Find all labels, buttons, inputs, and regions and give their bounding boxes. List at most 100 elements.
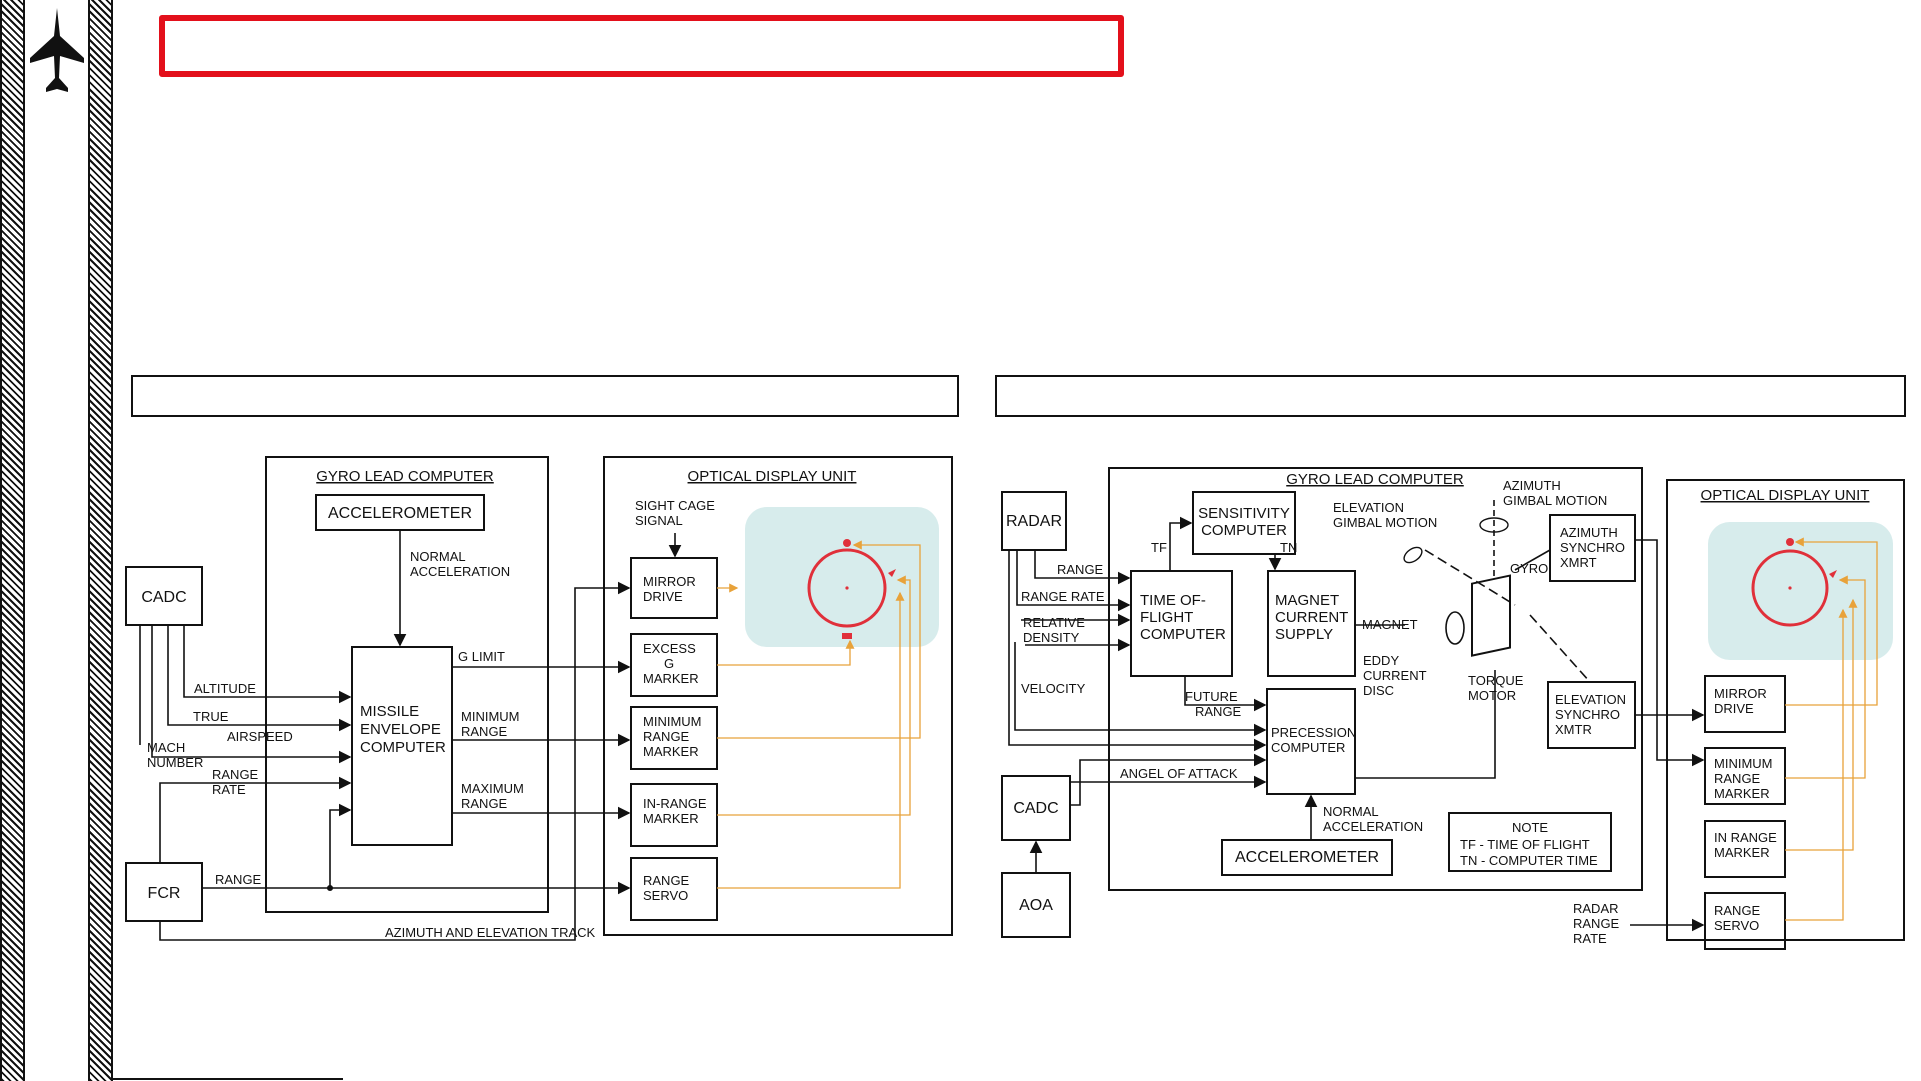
svg-text:AZIMUTH AND ELEVATION TRACK: AZIMUTH AND ELEVATION TRACK	[385, 925, 596, 940]
left-block-diagram: GYRO LEAD COMPUTER OPTICAL DISPLAY UNIT …	[125, 456, 953, 941]
svg-text:AIRSPEED: AIRSPEED	[227, 729, 293, 744]
svg-text:G: G	[664, 656, 674, 671]
svg-text:DRIVE: DRIVE	[1714, 701, 1754, 716]
svg-text:SENSITIVITY: SENSITIVITY	[1198, 505, 1290, 522]
right-caption-box	[995, 375, 1906, 417]
svg-text:COMPUTER: COMPUTER	[1201, 522, 1287, 539]
svg-text:SIGHT CAGE: SIGHT CAGE	[635, 498, 715, 513]
svg-text:COMPUTER: COMPUTER	[360, 739, 446, 756]
fcr-label: FCR	[148, 885, 181, 902]
svg-text:G LIMIT: G LIMIT	[458, 649, 505, 664]
svg-text:TF - TIME OF FLIGHT: TF - TIME OF FLIGHT	[1460, 837, 1590, 852]
svg-text:SYNCHRO: SYNCHRO	[1555, 707, 1620, 722]
svg-text:GIMBAL MOTION: GIMBAL MOTION	[1333, 515, 1437, 530]
svg-text:TN: TN	[1280, 540, 1297, 555]
svg-text:COMPUTER: COMPUTER	[1140, 626, 1226, 643]
svg-text:SYNCHRO: SYNCHRO	[1560, 540, 1625, 555]
right-hatch-border	[88, 0, 113, 1081]
svg-text:MINIMUM: MINIMUM	[643, 714, 702, 729]
svg-text:AOA: AOA	[1019, 897, 1053, 914]
svg-text:RADAR: RADAR	[1573, 901, 1619, 916]
svg-text:RANGE: RANGE	[461, 724, 508, 739]
svg-text:MARKER: MARKER	[643, 744, 699, 759]
svg-text:ACCELERATION: ACCELERATION	[1323, 819, 1423, 834]
svg-text:MARKER: MARKER	[1714, 786, 1770, 801]
svg-text:CURRENT: CURRENT	[1363, 668, 1427, 683]
svg-text:ANGEL OF ATTACK: ANGEL OF ATTACK	[1120, 766, 1238, 781]
svg-text:TRUE: TRUE	[193, 709, 229, 724]
svg-text:RANGE: RANGE	[461, 796, 508, 811]
svg-text:PRECESSION: PRECESSION	[1271, 725, 1356, 740]
svg-text:MISSILE: MISSILE	[360, 703, 419, 720]
right-block-diagram: GYRO LEAD COMPUTER OPTICAL DISPLAY UNIT …	[1001, 467, 1905, 950]
gyro-lead-computer-frame	[265, 456, 549, 913]
gyro-title-right: GYRO LEAD COMPUTER	[1286, 471, 1464, 488]
svg-text:DENSITY: DENSITY	[1023, 630, 1080, 645]
svg-text:MOTOR: MOTOR	[1468, 688, 1516, 703]
jet-icon	[30, 8, 84, 92]
svg-text:MIRROR: MIRROR	[643, 574, 696, 589]
left-caption-box	[131, 375, 959, 417]
svg-text:NORMAL: NORMAL	[1323, 804, 1379, 819]
svg-text:VELOCITY: VELOCITY	[1021, 681, 1086, 696]
svg-text:XMRT: XMRT	[1560, 555, 1597, 570]
svg-text:IN-RANGE: IN-RANGE	[643, 796, 707, 811]
svg-text:RANGE: RANGE	[1195, 704, 1242, 719]
odu-title-right: OPTICAL DISPLAY UNIT	[1701, 487, 1870, 504]
svg-text:EXCESS: EXCESS	[643, 641, 696, 656]
odu-title: OPTICAL DISPLAY UNIT	[688, 468, 857, 485]
svg-text:AZIMUTH: AZIMUTH	[1560, 525, 1618, 540]
svg-text:IN RANGE: IN RANGE	[1714, 830, 1777, 845]
odu-frame	[603, 456, 953, 936]
svg-text:RANGE RATE: RANGE RATE	[1021, 589, 1105, 604]
left-hatch-border	[0, 0, 25, 1081]
svg-text:MACH: MACH	[147, 740, 185, 755]
svg-text:NORMAL: NORMAL	[410, 549, 466, 564]
svg-text:TF: TF	[1151, 540, 1167, 555]
svg-text:ENVELOPE: ENVELOPE	[360, 721, 441, 738]
svg-text:ALTITUDE: ALTITUDE	[194, 681, 256, 696]
svg-text:SUPPLY: SUPPLY	[1275, 626, 1333, 643]
svg-text:CADC: CADC	[1013, 800, 1058, 817]
svg-text:FUTURE: FUTURE	[1185, 689, 1238, 704]
svg-text:MINIMUM: MINIMUM	[461, 709, 520, 724]
svg-text:AZIMUTH: AZIMUTH	[1503, 478, 1561, 493]
svg-text:RANGE: RANGE	[1714, 771, 1761, 786]
svg-text:RATE: RATE	[1573, 931, 1607, 946]
svg-text:RATE: RATE	[212, 782, 246, 797]
svg-text:MAGNET: MAGNET	[1362, 617, 1418, 632]
svg-text:MAXIMUM: MAXIMUM	[461, 781, 524, 796]
svg-text:TORQUE: TORQUE	[1468, 673, 1524, 688]
svg-text:RANGE: RANGE	[1057, 562, 1104, 577]
cadc-label: CADC	[141, 589, 186, 606]
svg-text:MARKER: MARKER	[643, 811, 699, 826]
svg-text:RELATIVE: RELATIVE	[1023, 615, 1085, 630]
svg-text:MARKER: MARKER	[643, 671, 699, 686]
svg-text:RANGE: RANGE	[1573, 916, 1620, 931]
svg-text:FLIGHT: FLIGHT	[1140, 609, 1193, 626]
svg-text:RANGE: RANGE	[643, 729, 690, 744]
footer-rule	[113, 1078, 343, 1080]
svg-text:GYRO: GYRO	[1510, 561, 1548, 576]
svg-text:MAGNET: MAGNET	[1275, 592, 1339, 609]
svg-text:ELEVATION: ELEVATION	[1333, 500, 1404, 515]
svg-text:XMTR: XMTR	[1555, 722, 1592, 737]
svg-text:MIRROR: MIRROR	[1714, 686, 1767, 701]
svg-text:SIGNAL: SIGNAL	[635, 513, 683, 528]
svg-text:NOTE: NOTE	[1512, 820, 1548, 835]
svg-text:NUMBER: NUMBER	[147, 755, 203, 770]
svg-text:ELEVATION: ELEVATION	[1555, 692, 1626, 707]
svg-text:COMPUTER: COMPUTER	[1271, 740, 1345, 755]
svg-text:RANGE: RANGE	[212, 767, 259, 782]
svg-text:RANGE: RANGE	[1714, 903, 1761, 918]
svg-text:ACCELEROMETER: ACCELEROMETER	[1235, 849, 1379, 866]
svg-text:RANGE: RANGE	[215, 872, 262, 887]
svg-text:MARKER: MARKER	[1714, 845, 1770, 860]
accelerometer-label: ACCELEROMETER	[328, 505, 472, 522]
slide-title-box	[159, 15, 1124, 77]
svg-text:GIMBAL MOTION: GIMBAL MOTION	[1503, 493, 1607, 508]
svg-text:CURRENT: CURRENT	[1275, 609, 1348, 626]
svg-text:MINIMUM: MINIMUM	[1714, 756, 1773, 771]
svg-text:DISC: DISC	[1363, 683, 1394, 698]
gyro-title: GYRO LEAD COMPUTER	[316, 468, 494, 485]
